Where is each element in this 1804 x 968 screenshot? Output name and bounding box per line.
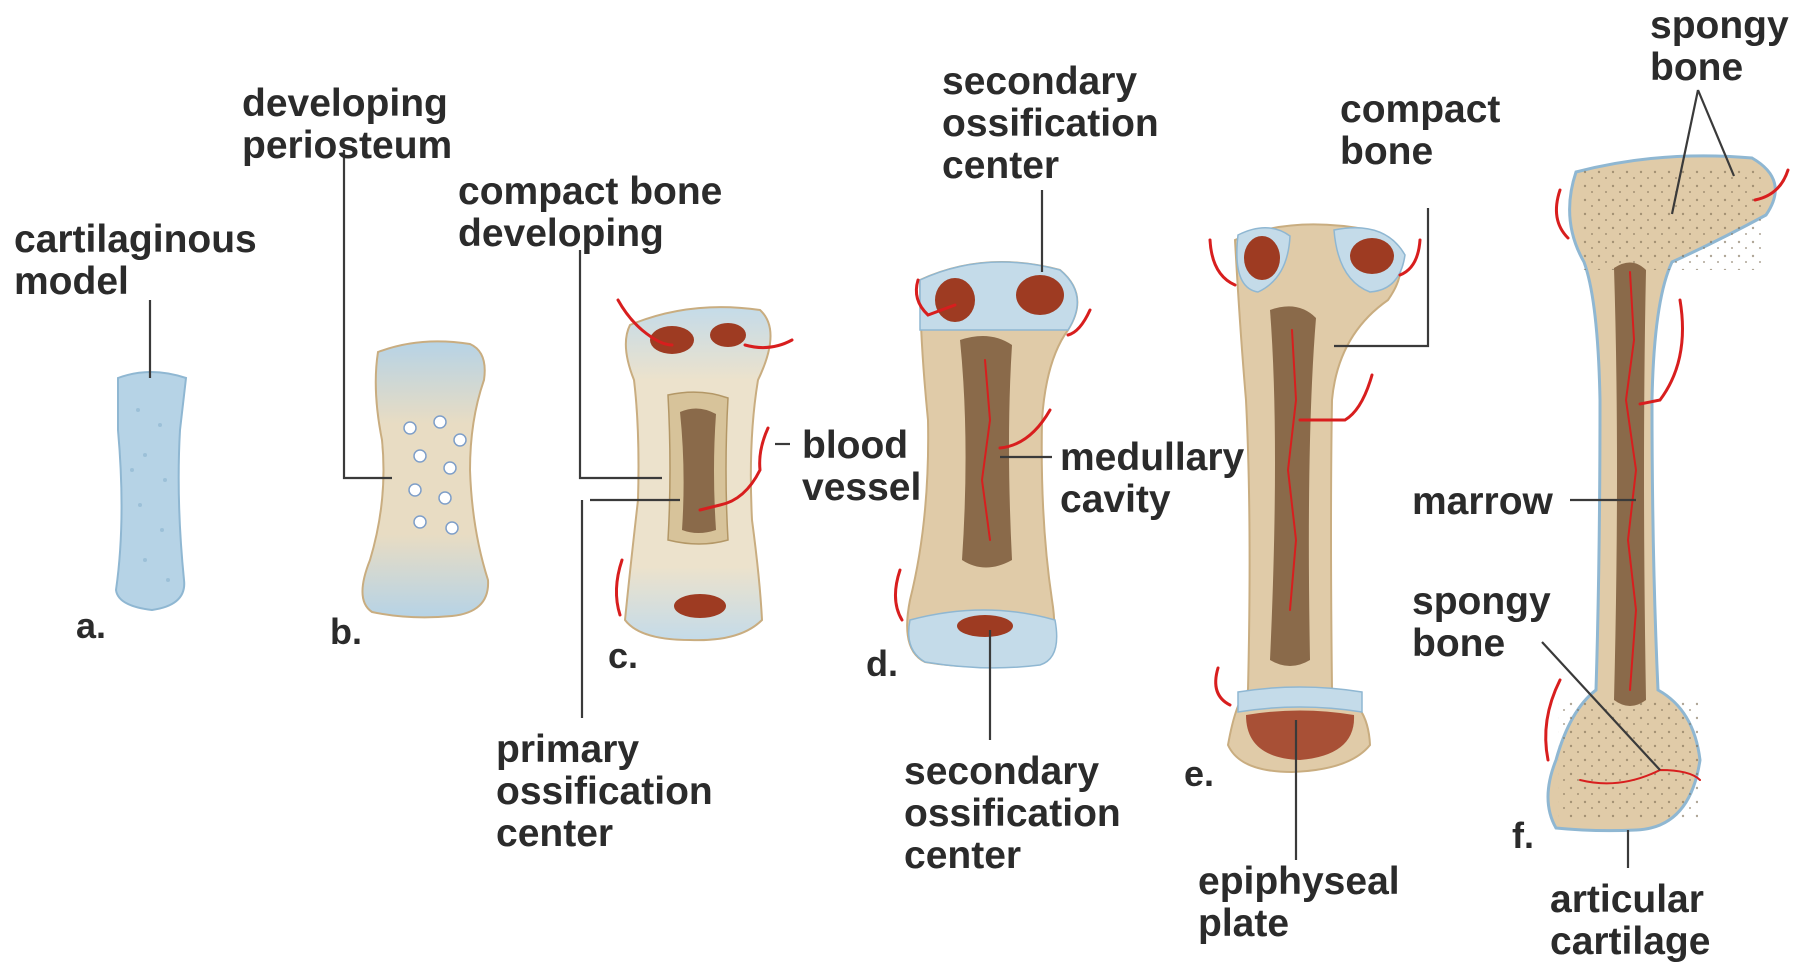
- stage-letter-f: f.: [1512, 815, 1534, 856]
- stage-letter-c: c.: [608, 635, 638, 676]
- vessel: [1216, 668, 1230, 705]
- vessel: [1556, 190, 1568, 238]
- periosteum-model-shape: [362, 341, 488, 617]
- label-spongy-bone-bottom: spongy bone: [1412, 580, 1562, 665]
- label-secondary-ossification-center-bottom: secondary ossification center: [904, 750, 1132, 877]
- label-epiphyseal-plate: epiphyseal plate: [1198, 860, 1410, 945]
- label-medullary-cavity: medullary cavity: [1060, 436, 1255, 521]
- label-primary-ossification-center: primary ossification center: [496, 728, 724, 855]
- ossification-spot: [957, 615, 1013, 637]
- stage-letter-a: a.: [76, 605, 106, 646]
- stage-letter-d: d.: [866, 643, 898, 684]
- ossification-spot: [935, 278, 975, 322]
- label-blood-vessel: blood vessel: [802, 424, 921, 509]
- bone-e: [1210, 224, 1420, 772]
- label-compact-bone-developing: compact bone developing: [458, 170, 733, 255]
- primary-ossification-shape: [680, 408, 716, 533]
- vessel: [895, 570, 902, 620]
- bone-c: [616, 300, 792, 640]
- bone-b: [362, 341, 488, 617]
- cartilage-model-shape: [116, 372, 186, 610]
- label-marrow: marrow: [1412, 480, 1554, 523]
- ossification-spot: [710, 323, 746, 347]
- stage-letter-e: e.: [1184, 753, 1214, 794]
- vessel: [1546, 680, 1560, 760]
- spongy-texture: [1582, 170, 1762, 270]
- ossification-spot: [674, 594, 726, 618]
- spongy-texture: [1558, 700, 1698, 820]
- stage-letter-b: b.: [330, 611, 362, 652]
- ossification-spot: [1016, 275, 1064, 315]
- bone-a: [116, 372, 186, 610]
- label-secondary-ossification-center-top: secondary ossification center: [942, 60, 1170, 187]
- label-developing-periosteum: developing periosteum: [242, 82, 459, 167]
- vessel: [1210, 240, 1235, 285]
- label-cartilaginous-model: cartilaginous model: [14, 218, 268, 303]
- marrow-shape: [1614, 262, 1646, 706]
- ossification-spot: [1350, 238, 1394, 274]
- vessel: [616, 560, 622, 615]
- bone-f: [1546, 156, 1788, 831]
- ossification-spot: [1244, 236, 1280, 280]
- label-compact-bone: compact bone: [1340, 88, 1511, 173]
- label-articular-cartilage: articular cartilage: [1550, 878, 1715, 963]
- label-spongy-bone-top: spongy bone: [1650, 4, 1800, 89]
